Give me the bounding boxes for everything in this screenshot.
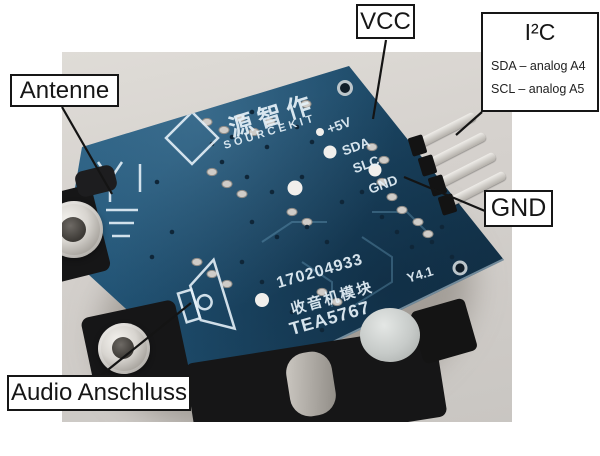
- callout-audio-text: Audio Anschluss: [10, 379, 188, 406]
- callout-gnd-text: GND: [490, 194, 547, 222]
- diamond-silkscreen-icon: [164, 110, 220, 166]
- callout-audio: Audio Anschluss: [7, 375, 191, 411]
- callout-antenne-text: Antenne: [19, 76, 110, 104]
- capacitor-bottom: [360, 308, 420, 362]
- callout-antenne: Antenne: [10, 74, 119, 107]
- pcb-photo: 源智作 SOURCEKIT +5V SDA SLC GND 170204933 …: [62, 52, 512, 422]
- callout-i2c-title: I²C: [524, 19, 556, 45]
- solder-pads: [255, 128, 382, 307]
- callout-i2c: I²C SDA – analog A4 SCL – analog A5: [481, 12, 599, 112]
- callout-i2c-sda: SDA – analog A4: [491, 59, 586, 73]
- callout-i2c-scl: SCL – analog A5: [491, 82, 585, 96]
- callout-gnd: GND: [484, 190, 553, 227]
- mounting-holes: [337, 80, 468, 276]
- vias: [149, 109, 455, 333]
- callout-vcc-text: VCC: [360, 7, 411, 35]
- callout-vcc: VCC: [356, 4, 415, 39]
- audio-jack-bottomleft-bore: [112, 337, 134, 359]
- speaker-silkscreen-icon: [176, 257, 237, 331]
- audio-jack-left-bore: [62, 217, 86, 242]
